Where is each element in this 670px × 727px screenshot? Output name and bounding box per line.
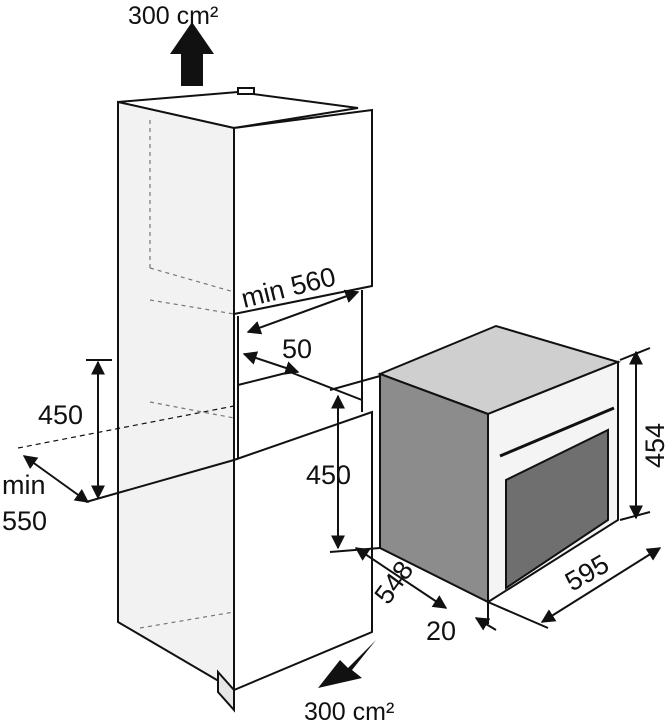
cabinet-plinth [217,669,235,713]
dim-min-550-ext [17,405,235,449]
dim-548-line [354,547,448,609]
cabinet-left-side [117,100,235,692]
dim-50-line [242,351,300,375]
oven-height-label: 454 [640,423,670,468]
oven [377,324,622,604]
dim-min-560-line [246,289,360,335]
dim-454-ext-top [619,347,651,361]
min-depth-prefix-label: min [2,470,46,500]
cabinet-top-vent [237,87,255,95]
oven-height-from-base-label: 450 [306,460,351,490]
dim-595-line [540,547,662,623]
dim-450-oven-ext-top [329,375,381,391]
arrow-up-icon [170,22,214,86]
dimension-lines [17,289,662,631]
oven-panel-label: 20 [426,616,456,646]
dim-454-ext-bottom [619,511,651,521]
vent-bottom-label: 300 cm² [304,698,394,726]
tall-cabinet [117,87,373,713]
dim-20-arrow [474,617,497,631]
oven-width-label: 595 [560,549,614,598]
opening-shelf-back [289,371,363,401]
gap-label: 50 [282,334,312,364]
cabinet-upper-door [233,108,373,316]
arrow-up-right-icon [318,640,376,688]
dim-450-left-ext-bottom [85,459,235,503]
vent-top-label: 300 cm² [128,2,218,30]
oven-handle [499,406,615,458]
dim-595-ext-left [487,601,549,629]
min-depth-value-label: 550 [2,506,47,536]
dim-min-550-line [22,455,90,503]
cabinet-height-label: 450 [38,400,83,430]
cabinet-hidden-lines [139,120,235,629]
oven-window [505,428,609,590]
opening-shelf-front [237,371,291,386]
